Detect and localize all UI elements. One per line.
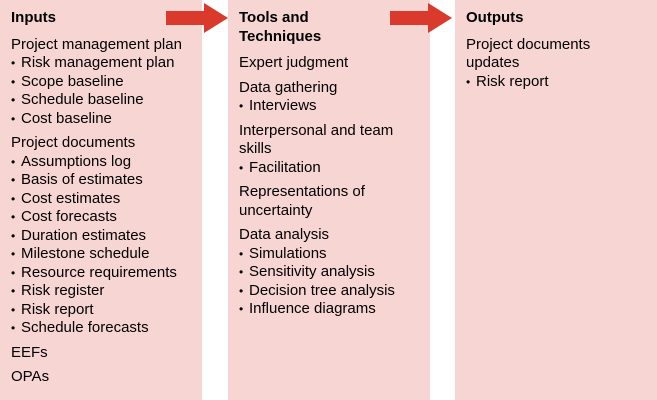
arrow-right-icon [390, 3, 452, 33]
bullet-item: Sensitivity analysis [239, 263, 430, 282]
bullet-item: Milestone schedule [11, 245, 202, 264]
item-group: Data gatheringInterviews [239, 79, 430, 116]
group-label: Data gathering [239, 78, 338, 96]
group-label: Representations of uncertainty [239, 183, 365, 219]
group-label: Expert judgment [239, 54, 349, 71]
bullet-item: Basis of estimates [11, 171, 202, 190]
group-label: Project documents [11, 134, 136, 151]
item-group: EEFs [11, 344, 202, 363]
column-title: Outputs [466, 9, 524, 26]
bullet-item: Cost baseline [11, 110, 202, 129]
bullet-item: Risk management plan [11, 54, 202, 73]
bullet-item: Cost forecasts [11, 208, 202, 227]
item-group: Project documents updatesRisk report [466, 36, 657, 92]
item-group: Representations of uncertainty [239, 183, 430, 220]
bullet-item: Schedule forecasts [11, 319, 202, 338]
bullet-item: Scope baseline [11, 73, 202, 92]
item-group: Expert judgment [239, 54, 430, 73]
group-label: Project documents updates [466, 35, 591, 72]
bullet-item: Interviews [239, 97, 430, 116]
item-group: Interpersonal and team skillsFacilitatio… [239, 122, 430, 178]
bullet-item: Schedule baseline [11, 91, 202, 110]
item-group: OPAs [11, 368, 202, 387]
column-title: Inputs [11, 9, 56, 26]
bullet-item: Risk register [11, 282, 202, 301]
bullet-item: Cost estimates [11, 190, 202, 209]
bullet-item: Resource requirements [11, 264, 202, 283]
item-group: Project management planRisk management p… [11, 36, 202, 129]
bullet-item: Simulations [239, 245, 430, 264]
group-label: Interpersonal and team skills [239, 121, 394, 158]
bullet-item: Assumptions log [11, 153, 202, 172]
column-title: Tools and Techniques [239, 9, 322, 45]
group-label: EEFs [11, 343, 48, 361]
bullet-item: Risk report [11, 301, 202, 320]
item-group: Data analysisSimulationsSensitivity anal… [239, 226, 430, 319]
group-label: OPAs [11, 368, 50, 385]
arrow-right-icon [166, 3, 228, 33]
bullet-item: Decision tree analysis [239, 282, 430, 301]
bullet-item: Risk report [466, 73, 657, 92]
bullet-item: Facilitation [239, 159, 430, 178]
group-label: Data analysis [239, 226, 330, 243]
bullet-item: Influence diagrams [239, 300, 430, 319]
bullet-item: Duration estimates [11, 227, 202, 246]
group-label: Project management plan [11, 35, 182, 53]
item-group: Project documentsAssumptions logBasis of… [11, 134, 202, 338]
